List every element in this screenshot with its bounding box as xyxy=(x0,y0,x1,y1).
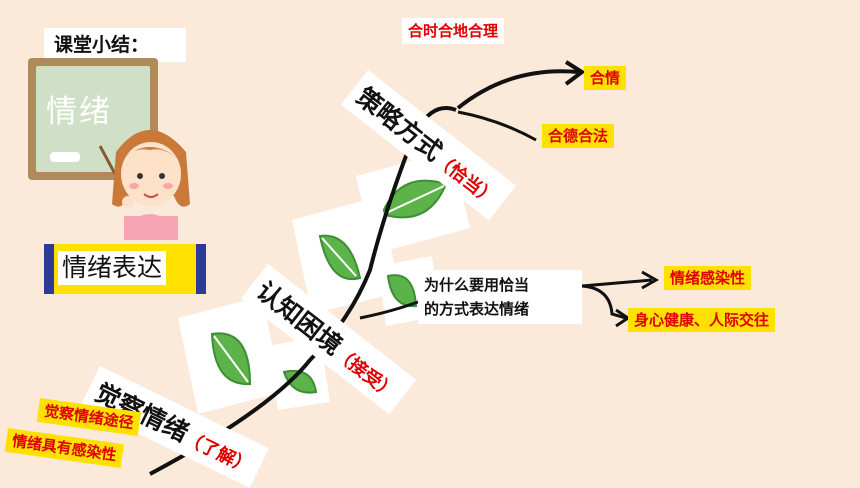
tag-hede: 合德合法 xyxy=(542,124,615,148)
tag-timing: 合时合地合理 xyxy=(402,18,505,44)
arrow-head-icon xyxy=(641,270,660,290)
tag-health: 身心健康、人际交往 xyxy=(628,308,776,332)
topic-box: 情绪表达 xyxy=(44,244,206,294)
teacher-girl-icon xyxy=(98,130,190,240)
arrow-to-qingqing xyxy=(456,69,579,110)
link-to-why xyxy=(359,300,419,320)
arrow-to-health xyxy=(581,284,627,320)
arrow-to-hede xyxy=(457,110,537,142)
topic-box-text: 情绪表达 xyxy=(58,251,167,285)
blackboard-surface: 情绪 xyxy=(36,66,150,172)
chalk-icon xyxy=(50,152,80,162)
leaf-card-2 xyxy=(292,196,400,314)
why-line-2: 的方式表达情绪 xyxy=(424,300,530,318)
why-line-1: 为什么要用恰当 xyxy=(424,276,530,294)
arrow-to-infection xyxy=(581,278,653,288)
leaf-card-4 xyxy=(178,296,282,414)
blackboard-illustration: 情绪 xyxy=(28,58,158,180)
arrow-head-icon xyxy=(564,60,586,86)
slide-title: 课堂小结： xyxy=(44,28,186,62)
why-box: 为什么要用恰当 的方式表达情绪 xyxy=(418,270,582,324)
tag-infection: 情绪感染性 xyxy=(664,266,752,290)
blackboard-text: 情绪 xyxy=(46,94,112,130)
tag-qingqing: 合情 xyxy=(584,66,627,90)
